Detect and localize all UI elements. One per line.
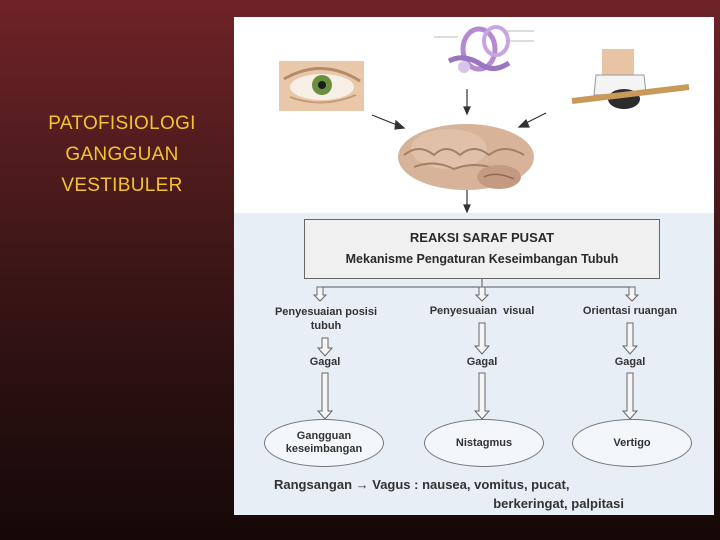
outcome-line: Vertigo [613, 437, 650, 450]
illustration-svg [234, 17, 714, 213]
branch-label-orientasi: Orientasi ruangan [560, 305, 700, 317]
balance-board-icon [572, 49, 689, 109]
footer-line: Rangsangan → Vagus : nausea, vomitus, pu… [274, 477, 569, 492]
outcome-line: Gangguan [286, 430, 362, 443]
inner-ear-icon [424, 21, 542, 81]
branch-label-line: tubuh [256, 319, 396, 333]
branch-label-posisi: Penyesuaian posisi tubuh [256, 305, 396, 333]
reaksi-box: REAKSI SARAF PUSAT Mekanisme Pengaturan … [304, 219, 660, 279]
status-gagal: Gagal [295, 356, 355, 368]
title-line: VESTIBULER [22, 170, 222, 201]
title-line: GANGGUAN [22, 139, 222, 170]
outcome-line: keseimbangan [286, 443, 362, 456]
outcome-oval: Nistagmus [424, 419, 544, 467]
slide-title: PATOFISIOLOGI GANGGUAN VESTIBULER [22, 108, 222, 201]
eye-icon [279, 61, 364, 111]
footer-note: Rangsangan → Vagus : nausea, vomitus, pu… [274, 475, 694, 513]
status-gagal: Gagal [452, 356, 512, 368]
footer-line: berkeringat, palpitasi [274, 494, 694, 513]
reaksi-title: REAKSI SARAF PUSAT [305, 230, 659, 245]
brain-icon [398, 124, 534, 190]
reaksi-subtitle: Mekanisme Pengaturan Keseimbangan Tubuh [305, 252, 659, 266]
outcome-oval: Gangguan keseimbangan [264, 419, 384, 467]
diagram-panel: REAKSI SARAF PUSAT Mekanisme Pengaturan … [234, 213, 714, 515]
branch-label-line: Orientasi ruangan [560, 305, 700, 317]
branch-label-visual: Penyesuaian visual [404, 305, 560, 317]
outcome-oval: Vertigo [572, 419, 692, 467]
title-line: PATOFISIOLOGI [22, 108, 222, 139]
branch-label-line: Penyesuaian posisi [256, 305, 396, 319]
illustration-panel [234, 17, 714, 213]
branch-label-line: Penyesuaian visual [404, 305, 560, 317]
outcome-line: Nistagmus [456, 437, 512, 450]
status-gagal: Gagal [600, 356, 660, 368]
